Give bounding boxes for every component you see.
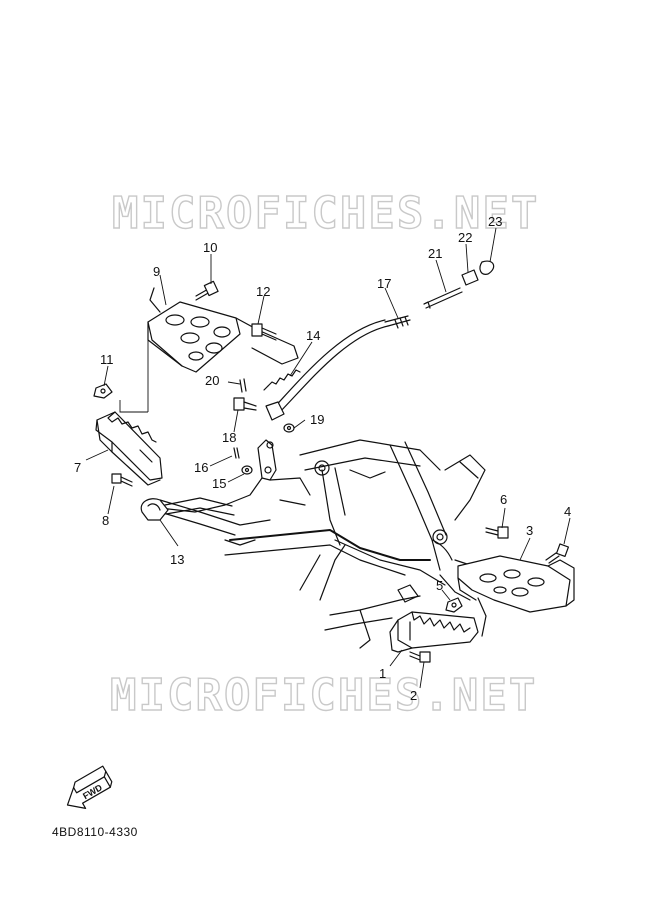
callout-4: 4 [564, 504, 571, 519]
callout-labels: 1 2 3 4 5 6 7 8 9 10 11 12 13 14 15 16 1… [74, 214, 571, 703]
callout-9: 9 [153, 264, 160, 279]
bolt-18 [233, 397, 257, 411]
bolt-10 [195, 280, 219, 301]
cable-17 [265, 315, 411, 421]
callout-18: 18 [222, 430, 236, 445]
callout-7: 7 [74, 460, 81, 475]
watermark-bottom: MICROFICHES.NET [110, 670, 537, 721]
clip-23 [479, 260, 495, 275]
footrest-right [389, 611, 479, 653]
callout-14: 14 [306, 328, 320, 343]
pin-20 [239, 378, 247, 393]
footrest-bracket-right [457, 555, 575, 637]
callout-5: 5 [436, 578, 443, 593]
callout-22: 22 [458, 230, 472, 245]
callout-19: 19 [310, 412, 324, 427]
bolt-8 [111, 473, 133, 487]
callout-21: 21 [428, 246, 442, 261]
bolt-6 [485, 526, 509, 539]
nut-11 [93, 383, 113, 399]
callout-17: 17 [377, 276, 391, 291]
callout-20: 20 [205, 373, 219, 388]
callout-10: 10 [203, 240, 217, 255]
rod-21 [423, 287, 463, 309]
diagram-code: 4BD8110-4330 [52, 825, 138, 839]
pin-16 [233, 447, 240, 459]
footrest-left [95, 411, 163, 486]
callout-2: 2 [410, 688, 417, 703]
bolt-4 [545, 543, 570, 564]
callout-6: 6 [500, 492, 507, 507]
fwd-arrow: FWD [66, 765, 113, 809]
callout-12: 12 [256, 284, 270, 299]
leader-lines [85, 227, 571, 689]
callout-13: 13 [170, 552, 184, 567]
brake-pedal-13 [140, 497, 235, 521]
washer-15 [241, 465, 253, 475]
bolt-12 [251, 323, 277, 341]
spring-14 [263, 369, 301, 391]
callout-3: 3 [526, 523, 533, 538]
callout-1: 1 [379, 666, 386, 681]
watermark-top: MICROFICHES.NET [112, 188, 539, 239]
nut-22 [461, 269, 479, 286]
frame-assembly [159, 439, 486, 649]
nut-5 [445, 597, 463, 613]
callout-8: 8 [102, 513, 109, 528]
callout-16: 16 [194, 460, 208, 475]
callout-23: 23 [488, 214, 502, 229]
washer-19 [283, 423, 295, 433]
callout-15: 15 [212, 476, 226, 491]
footrest-bracket-left [147, 287, 299, 373]
bolt-2 [409, 651, 431, 663]
callout-11: 11 [100, 352, 114, 367]
